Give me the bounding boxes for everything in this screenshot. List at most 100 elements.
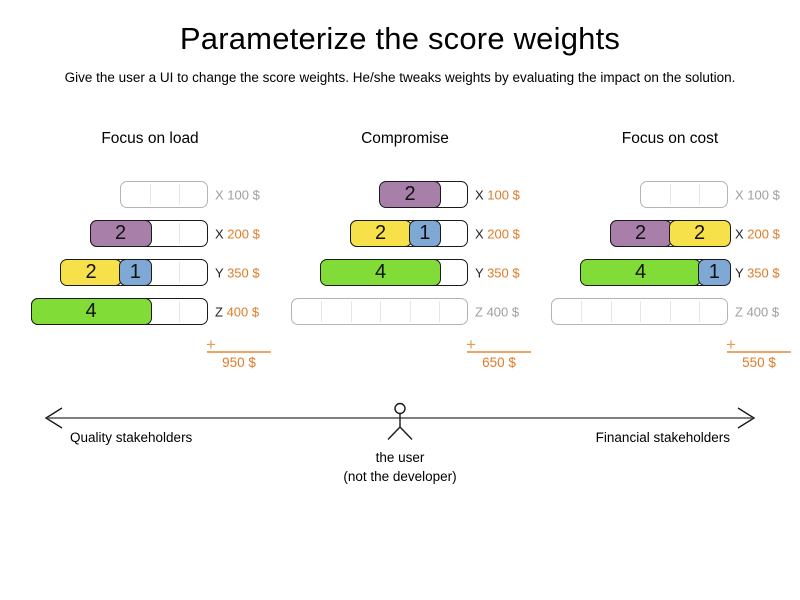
weight-block-blue: 1	[119, 258, 152, 286]
weight-block-blue: 1	[698, 258, 731, 286]
weight-row-compromise-y-2: 4	[320, 258, 468, 286]
cell-divider	[179, 184, 180, 205]
row-variable: Y	[215, 265, 224, 280]
weight-row-focus-on-load-x-0	[119, 181, 208, 208]
row-variable: Z	[215, 304, 223, 319]
cell-divider	[669, 301, 671, 322]
weight-block-value: 2	[374, 221, 387, 244]
sum-plus-sign: +	[466, 335, 476, 354]
sum-total-compromise: 650 $	[482, 355, 516, 370]
sum-total-focus-on-load: 950 $	[222, 355, 256, 370]
row-price: 400 $	[486, 304, 520, 319]
row-label-compromise-2: Y 350 $	[475, 265, 520, 280]
cell-divider	[699, 184, 700, 205]
weight-block-yellow: 2	[60, 258, 122, 286]
weight-row-compromise-x-0: 2	[379, 180, 468, 208]
row-variable: Y	[735, 265, 744, 280]
sum-line	[467, 351, 531, 353]
financial-stakeholders-label: Financial stakeholders	[595, 430, 730, 445]
row-label-focus-on-load-0: X 100 $	[215, 187, 260, 202]
weight-block-yellow: 2	[349, 219, 412, 247]
row-price: 350 $	[747, 265, 780, 280]
weight-block-value: 1	[129, 260, 141, 283]
cell-divider	[350, 301, 352, 322]
weight-block-value: 4	[85, 299, 97, 322]
cell-divider	[179, 262, 180, 283]
weight-block-purple: 2	[379, 180, 441, 208]
row-price: 100 $	[487, 187, 520, 202]
stakeholder-axis	[44, 402, 756, 440]
cell-divider	[409, 301, 411, 322]
row-variable: X	[735, 187, 744, 202]
row-variable: X	[475, 187, 484, 202]
sum-total-focus-on-cost: 550 $	[742, 355, 776, 370]
cell-divider	[321, 301, 322, 322]
weight-row-focus-on-load-z-3: 4	[30, 297, 208, 325]
panel-header-focus-on-load: Focus on load	[101, 130, 199, 147]
cell-divider	[699, 301, 700, 322]
cell-divider	[149, 184, 151, 205]
row-label-compromise-1: X 200 $	[475, 226, 520, 241]
row-variable: X	[735, 226, 744, 241]
sum-line	[727, 351, 791, 353]
weight-block-value: 4	[374, 260, 387, 283]
weight-block-green: 4	[30, 297, 152, 325]
panel-header-focus-on-cost: Focus on cost	[621, 130, 719, 147]
cell-divider	[380, 301, 381, 322]
row-label-focus-on-load-2: Y 350 $	[215, 265, 260, 280]
user-label-line1: the user	[375, 450, 425, 465]
row-label-focus-on-cost-0: X 100 $	[735, 187, 780, 202]
row-variable: Y	[475, 265, 484, 280]
row-price: 400 $	[746, 304, 780, 319]
user-figure-icon	[387, 402, 413, 440]
user-label-line2: (not the developer)	[343, 469, 457, 484]
row-label-focus-on-cost-1: X 200 $	[735, 226, 780, 241]
weight-block-value: 2	[404, 182, 416, 205]
row-variable: Z	[735, 304, 743, 319]
weight-row-focus-on-cost-x-0	[639, 181, 728, 208]
row-variable: X	[475, 226, 484, 241]
row-variable: Z	[475, 304, 483, 319]
weight-block-value: 1	[708, 260, 720, 283]
panel-header-compromise: Compromise	[361, 130, 449, 147]
row-label-compromise-3: Z 400 $	[475, 304, 519, 319]
row-price: 100 $	[747, 187, 780, 202]
row-variable: X	[215, 226, 224, 241]
row-price: 200 $	[487, 226, 520, 241]
weight-block-value: 2	[114, 221, 127, 244]
row-price: 400 $	[226, 304, 260, 319]
weight-block-value: 2	[634, 221, 647, 244]
row-label-focus-on-load-3: Z 400 $	[215, 304, 259, 319]
weight-block-yellow: 2	[668, 219, 731, 247]
cell-divider	[610, 301, 612, 322]
quality-stakeholders-label: Quality stakeholders	[70, 430, 193, 445]
cell-divider	[669, 184, 671, 205]
sum-line	[207, 351, 271, 353]
weight-block-value: 4	[634, 260, 647, 283]
row-label-focus-on-load-1: X 200 $	[215, 226, 260, 241]
cell-divider	[439, 301, 440, 322]
left-arrow-icon	[44, 407, 63, 429]
weight-block-purple: 2	[89, 219, 152, 247]
row-label-compromise-0: X 100 $	[475, 187, 520, 202]
row-price: 200 $	[747, 226, 780, 241]
row-price: 350 $	[227, 265, 260, 280]
cell-divider	[179, 223, 180, 244]
cell-divider	[581, 301, 582, 322]
row-label-focus-on-cost-2: Y 350 $	[735, 265, 780, 280]
weight-block-purple: 2	[609, 219, 672, 247]
page-subtitle: Give the user a UI to change the score w…	[64, 70, 736, 85]
cell-divider	[179, 301, 180, 322]
weight-block-blue: 1	[408, 219, 441, 247]
row-price: 350 $	[487, 265, 520, 280]
sum-plus-sign: +	[726, 335, 736, 354]
weight-row-focus-on-cost-z-3	[551, 298, 728, 325]
weight-block-value: 2	[85, 260, 97, 283]
weight-block-green: 4	[320, 258, 441, 286]
right-arrow-icon	[737, 407, 756, 429]
weight-block-value: 1	[419, 221, 431, 244]
weight-block-green: 4	[580, 258, 701, 286]
